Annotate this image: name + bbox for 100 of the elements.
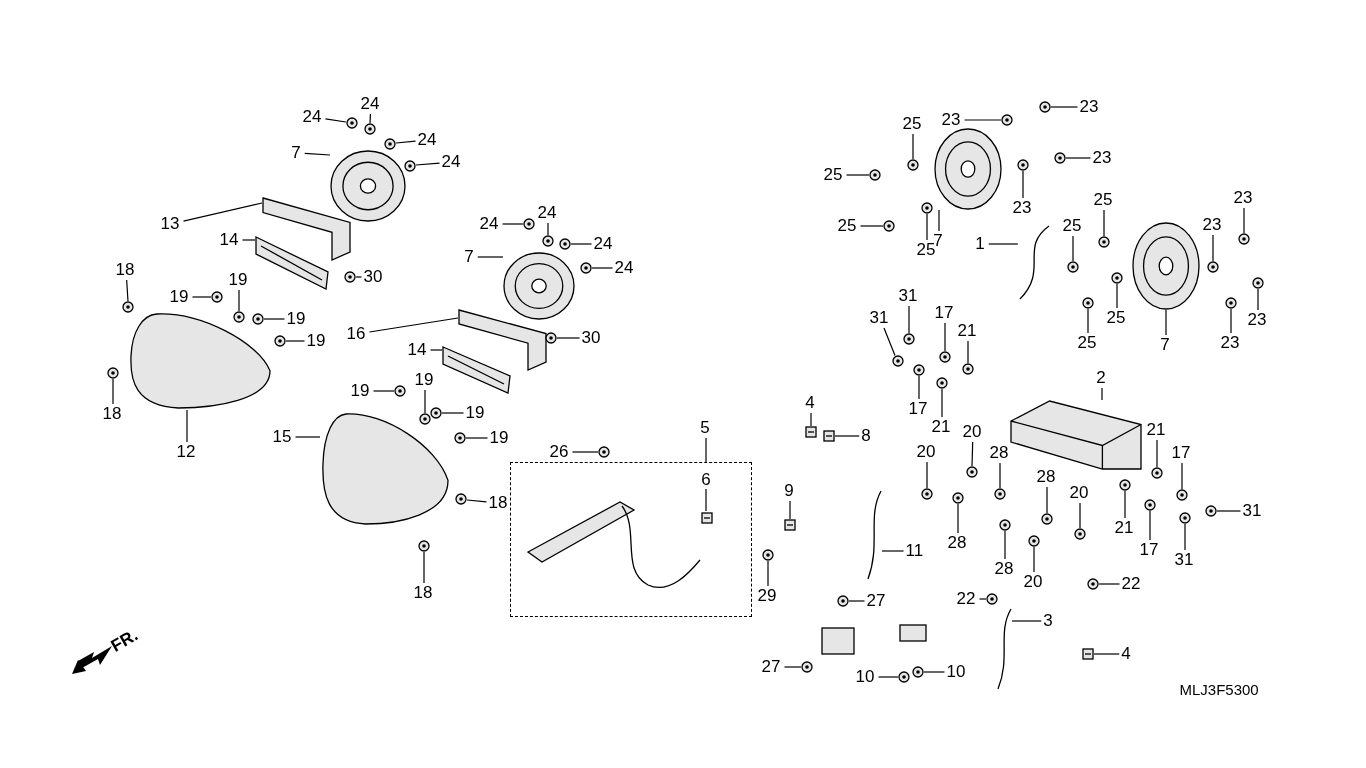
leader-line [1149,510,1151,541]
fastener-icon [965,466,978,478]
callout-number: 24 [417,131,437,149]
leader-line [1116,283,1118,309]
callout-number: 19 [306,332,326,350]
leader-line [441,412,465,414]
callout-number: 23 [1233,189,1253,207]
leader-line [848,600,866,602]
leader-line [1093,653,1120,655]
callout-number: 25 [916,241,936,259]
fastener-icon [274,335,286,347]
callout-number: 7 [464,248,474,266]
leader-line [789,500,791,520]
fastener-icon [907,159,919,171]
fastener-icon [559,238,571,250]
leader-line [1033,546,1035,573]
callout-number: 23 [1247,311,1267,329]
fastener-icon [107,367,119,379]
leader-line [368,317,459,333]
leader-line [263,318,286,320]
fastener-icon [1225,297,1237,309]
leader-line [547,222,549,236]
leader-line [883,327,896,357]
callout-number: 21 [931,418,951,436]
callout-number: 26 [549,443,569,461]
leader-line [783,666,802,668]
leader-line [571,451,599,453]
fastener-icon [1074,528,1086,540]
connector-icon [1082,648,1094,660]
fastener-icon [1039,101,1051,113]
leader-line [1098,583,1121,585]
callout-number: 9 [784,482,794,500]
leader-line [1216,510,1242,512]
callout-number: 19 [414,371,434,389]
callout-number: 21 [1114,519,1134,537]
wire-cable-drawing [866,490,882,580]
fastener-icon [1252,277,1264,289]
callout-number: 20 [1023,573,1043,591]
leader-line [465,437,489,439]
callout-number: 25 [1077,334,1097,352]
callout-number: 24 [479,215,499,233]
leader-line [971,441,974,467]
leader-line [988,243,1019,245]
leader-line [877,676,899,678]
fastener-icon [898,671,910,683]
fastener-icon [523,218,535,230]
leader-line [1079,502,1081,529]
wire-cable-drawing [996,608,1012,690]
callout-number: 8 [861,427,871,445]
callout-number: 10 [946,663,966,681]
fastener-icon [891,355,904,368]
leader-line [126,279,129,302]
fastener-icon [419,413,431,425]
callout-number: 24 [614,259,634,277]
fastener-icon [418,540,430,552]
connector-icon [784,519,796,531]
plate-drawing [255,236,330,290]
fastener-icon [252,313,264,325]
connector-icon [701,512,713,524]
bracket-drawing [262,196,352,262]
fastener-icon [384,137,397,150]
fastener-icon [939,351,951,363]
leader-line [238,289,240,312]
fastener-icon [404,159,416,172]
leader-line [941,388,943,418]
callout-number: 23 [1220,334,1240,352]
leader-line [926,461,928,489]
callout-number: 23 [1079,98,1099,116]
callout-number: 19 [489,429,509,447]
leader-line [1184,523,1186,551]
callout-number: 25 [902,115,922,133]
leader-line [918,375,920,400]
leader-line [191,296,212,298]
leader-line [767,560,769,587]
fastener-icon [936,377,948,389]
leader-line [186,409,188,443]
leader-line [241,239,256,241]
leader-line [1022,170,1024,199]
wire-cable-drawing [1018,225,1050,300]
leader-line [926,213,928,241]
leader-line [285,340,306,342]
fastener-icon [394,385,406,397]
callout-number: 18 [115,261,135,279]
callout-number: 4 [1121,645,1131,663]
callout-number: 18 [102,405,122,423]
plate-drawing [442,346,512,394]
fastener-icon [122,301,135,313]
callout-number: 19 [350,382,370,400]
drawing-code: MLJ3F5300 [1179,681,1259,698]
callout-number: 21 [957,322,977,340]
fastener-icon [1087,578,1099,590]
leader-line [556,337,581,339]
callout-number: 12 [176,443,196,461]
fastener-icon [455,493,468,506]
leader-line [978,598,987,600]
fastener-icon [921,488,933,500]
callout-number: 28 [1036,468,1056,486]
callout-number: 25 [837,217,857,235]
callout-number: 25 [1106,309,1126,327]
fastener-icon [962,363,974,375]
